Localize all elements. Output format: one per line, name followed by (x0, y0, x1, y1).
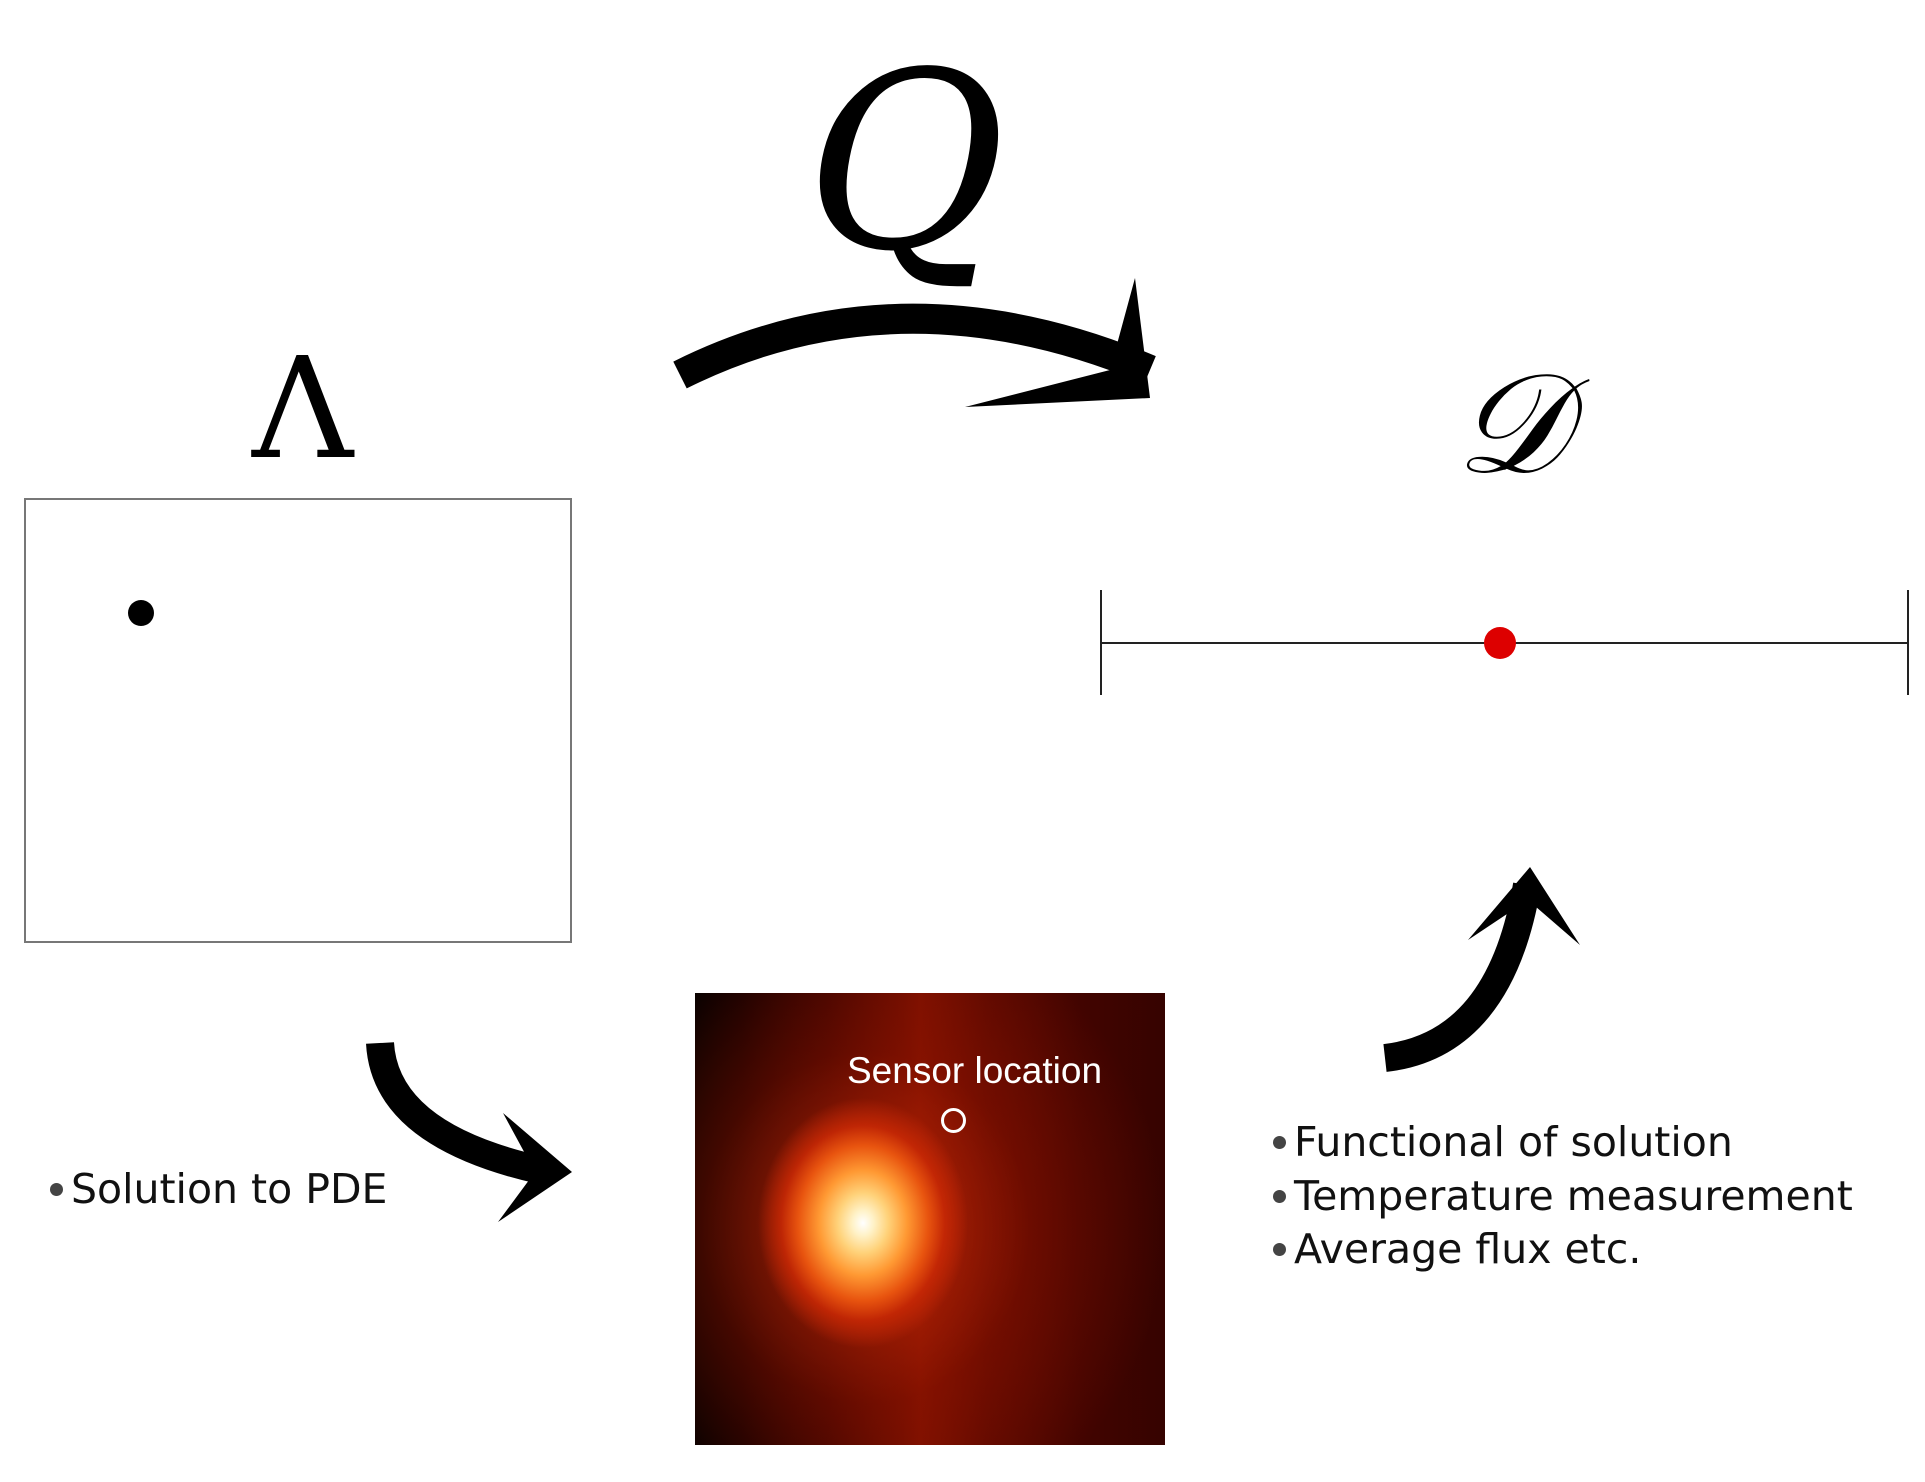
data-point (1484, 627, 1516, 659)
qoi-bullet: Temperature measurement (1273, 1172, 1853, 1220)
qoi-bullet: Average flux etc. (1273, 1225, 1641, 1273)
qoi-bullet: Functional of solution (1273, 1118, 1733, 1166)
parameter-space-symbol: Λ (252, 328, 354, 491)
bullet-dot-icon (1273, 1135, 1286, 1149)
data-space-symbol: 𝒟 (1455, 343, 1567, 506)
bullet-dot-icon (1273, 1242, 1286, 1256)
qoi-bullet-text: Average flux etc. (1294, 1225, 1642, 1273)
pde-bullet: Solution to PDE (50, 1165, 387, 1213)
map-symbol: Q (805, 20, 1006, 305)
map-arrow (673, 278, 1156, 407)
pde-solution-heatmap: Sensor location (695, 993, 1165, 1445)
bullet-dot-icon (50, 1182, 63, 1196)
parameter-point (128, 600, 154, 626)
sensor-marker (941, 1108, 966, 1133)
qoi-bullet-text: Functional of solution (1294, 1118, 1733, 1166)
bullet-dot-icon (1273, 1189, 1286, 1203)
sensor-location-label: Sensor location (847, 1050, 1103, 1091)
solve-arrow (366, 1041, 572, 1222)
qoi-arrow (1383, 867, 1580, 1072)
parameter-domain-box (24, 498, 572, 943)
qoi-bullet-text: Temperature measurement (1294, 1172, 1853, 1220)
pde-bullet-text: Solution to PDE (71, 1165, 388, 1213)
